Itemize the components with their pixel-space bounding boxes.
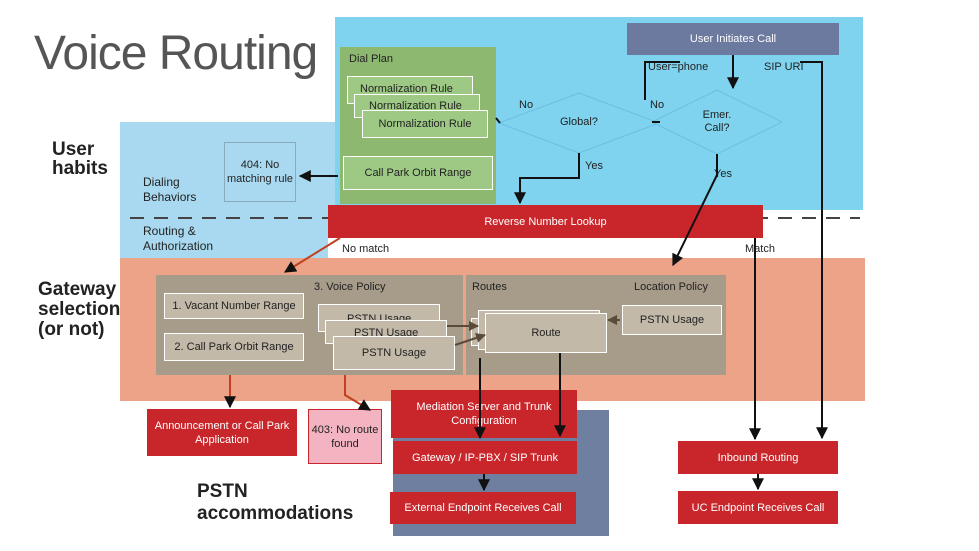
user-phone-label: User=phone <box>648 61 709 73</box>
normalization-rule: Normalization Rule <box>362 110 488 138</box>
section-pstn-accommodations: PSTN accommodations <box>197 481 354 524</box>
section-user-habits: User habits <box>52 139 108 179</box>
global-decision: Global? <box>560 116 598 128</box>
uc-endpoint: UC Endpoint Receives Call <box>678 491 838 524</box>
route: Route <box>485 313 607 353</box>
no-route-found: 403: No route found <box>308 409 382 464</box>
no-match-label: No match <box>342 243 390 255</box>
pstn-usage: PSTN Usage <box>333 336 455 370</box>
voice-policy-label: 3. Voice Policy <box>314 281 386 293</box>
announcement-or-call-park: Announcement or Call Park Application <box>147 409 297 456</box>
inbound-routing: Inbound Routing <box>678 441 838 474</box>
pstn-usage-location: PSTN Usage <box>622 305 722 335</box>
yes-label-1: Yes <box>585 160 603 172</box>
location-policy-label: Location Policy <box>634 281 708 293</box>
no-label-1: No <box>519 99 534 111</box>
call-park-orbit-range: Call Park Orbit Range <box>343 156 493 190</box>
yes-label-2: Yes <box>714 168 732 180</box>
gateway-ip-pbx-sip-trunk: Gateway / IP-PBX / SIP Trunk <box>393 441 577 474</box>
routes-label: Routes <box>472 281 507 293</box>
call-park-orbit-range-2: 2. Call Park Orbit Range <box>164 333 304 361</box>
no-matching-rule: 404: No matching rule <box>224 142 296 202</box>
label-routing-authorization: Routing & Authorization <box>143 224 214 253</box>
vacant-number-range: 1. Vacant Number Range <box>164 293 304 319</box>
no-label-2: No <box>650 99 665 111</box>
sip-uri-label: SIP URI <box>764 61 804 73</box>
mediation-server: Mediation Server and Trunk Configuration <box>391 390 577 438</box>
emer-call-decision: Emer. Call? <box>702 109 732 134</box>
reverse-number-lookup: Reverse Number Lookup <box>328 205 763 238</box>
section-gateway-selection: Gateway selection (or not) <box>38 279 121 340</box>
external-endpoint: External Endpoint Receives Call <box>390 492 576 524</box>
label-dialing-behaviors: Dialing Behaviors <box>143 175 197 204</box>
match-label: Match <box>745 243 775 255</box>
dial-plan-label: Dial Plan <box>349 53 394 65</box>
page-title: Voice Routing <box>34 27 318 80</box>
user-initiates-call: User Initiates Call <box>627 23 839 55</box>
